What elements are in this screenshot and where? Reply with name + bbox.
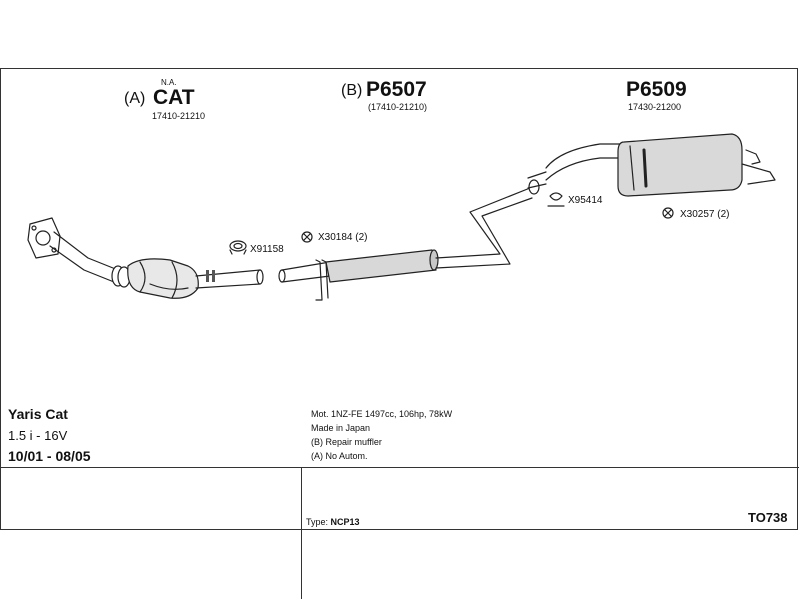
- catalog-code: TO738: [748, 510, 788, 525]
- clamps-middle: [315, 259, 329, 301]
- gasket-part-number: X91158: [250, 244, 284, 255]
- clamp-part-number: X30184 (2): [318, 232, 368, 243]
- info-divider-horizontal: [1, 467, 799, 468]
- middle-prefix: (B): [341, 82, 363, 99]
- vehicle-model: Yaris Cat: [8, 406, 68, 422]
- vehicle-years: 10/01 - 08/05: [8, 448, 91, 464]
- middle-title: P6507: [366, 78, 427, 101]
- vehicle-engine: 1.5 i - 16V: [8, 428, 68, 443]
- note-origin: Made in Japan: [311, 423, 371, 433]
- clamp-icon: [301, 231, 313, 243]
- note-engine: Mot. 1NZ-FE 1497cc, 106hp, 78kW: [311, 409, 453, 419]
- gasket-icon: [229, 240, 247, 255]
- rear-title: P6509: [626, 78, 687, 101]
- type-label: Type:: [306, 517, 329, 527]
- manifold-flange: [27, 217, 61, 259]
- clamp-icon-rear: [662, 207, 674, 219]
- cat-oe-number: 17410-21210: [152, 111, 206, 121]
- flex-joint: [111, 265, 131, 288]
- notes-list: Mot. 1NZ-FE 1497cc, 106hp, 78kW Made in …: [311, 407, 452, 463]
- hanger-icon: [547, 192, 565, 207]
- outlet-clips: [206, 270, 215, 282]
- type-value: NCP13: [330, 517, 360, 527]
- cat-prefix: (A): [124, 90, 146, 107]
- note-autom: (A) No Autom.: [311, 451, 368, 461]
- middle-muffler: [325, 249, 439, 283]
- catalytic-converter: [127, 258, 199, 299]
- hanger-part-number: X95414: [568, 195, 603, 206]
- info-divider-vertical: [301, 467, 302, 599]
- note-repair: (B) Repair muffler: [311, 437, 382, 447]
- rear-oe-number: 17430-21200: [628, 102, 682, 112]
- cat-note: N.A.: [161, 78, 177, 87]
- rear-muffler: [617, 133, 743, 197]
- diagram-frame: [0, 68, 799, 599]
- type-row: Type: NCP13: [306, 517, 360, 527]
- middle-oe-number: (17410-21210): [368, 102, 428, 112]
- cat-title: CAT: [153, 86, 195, 109]
- rear-clamp-part-number: X30257 (2): [680, 209, 730, 220]
